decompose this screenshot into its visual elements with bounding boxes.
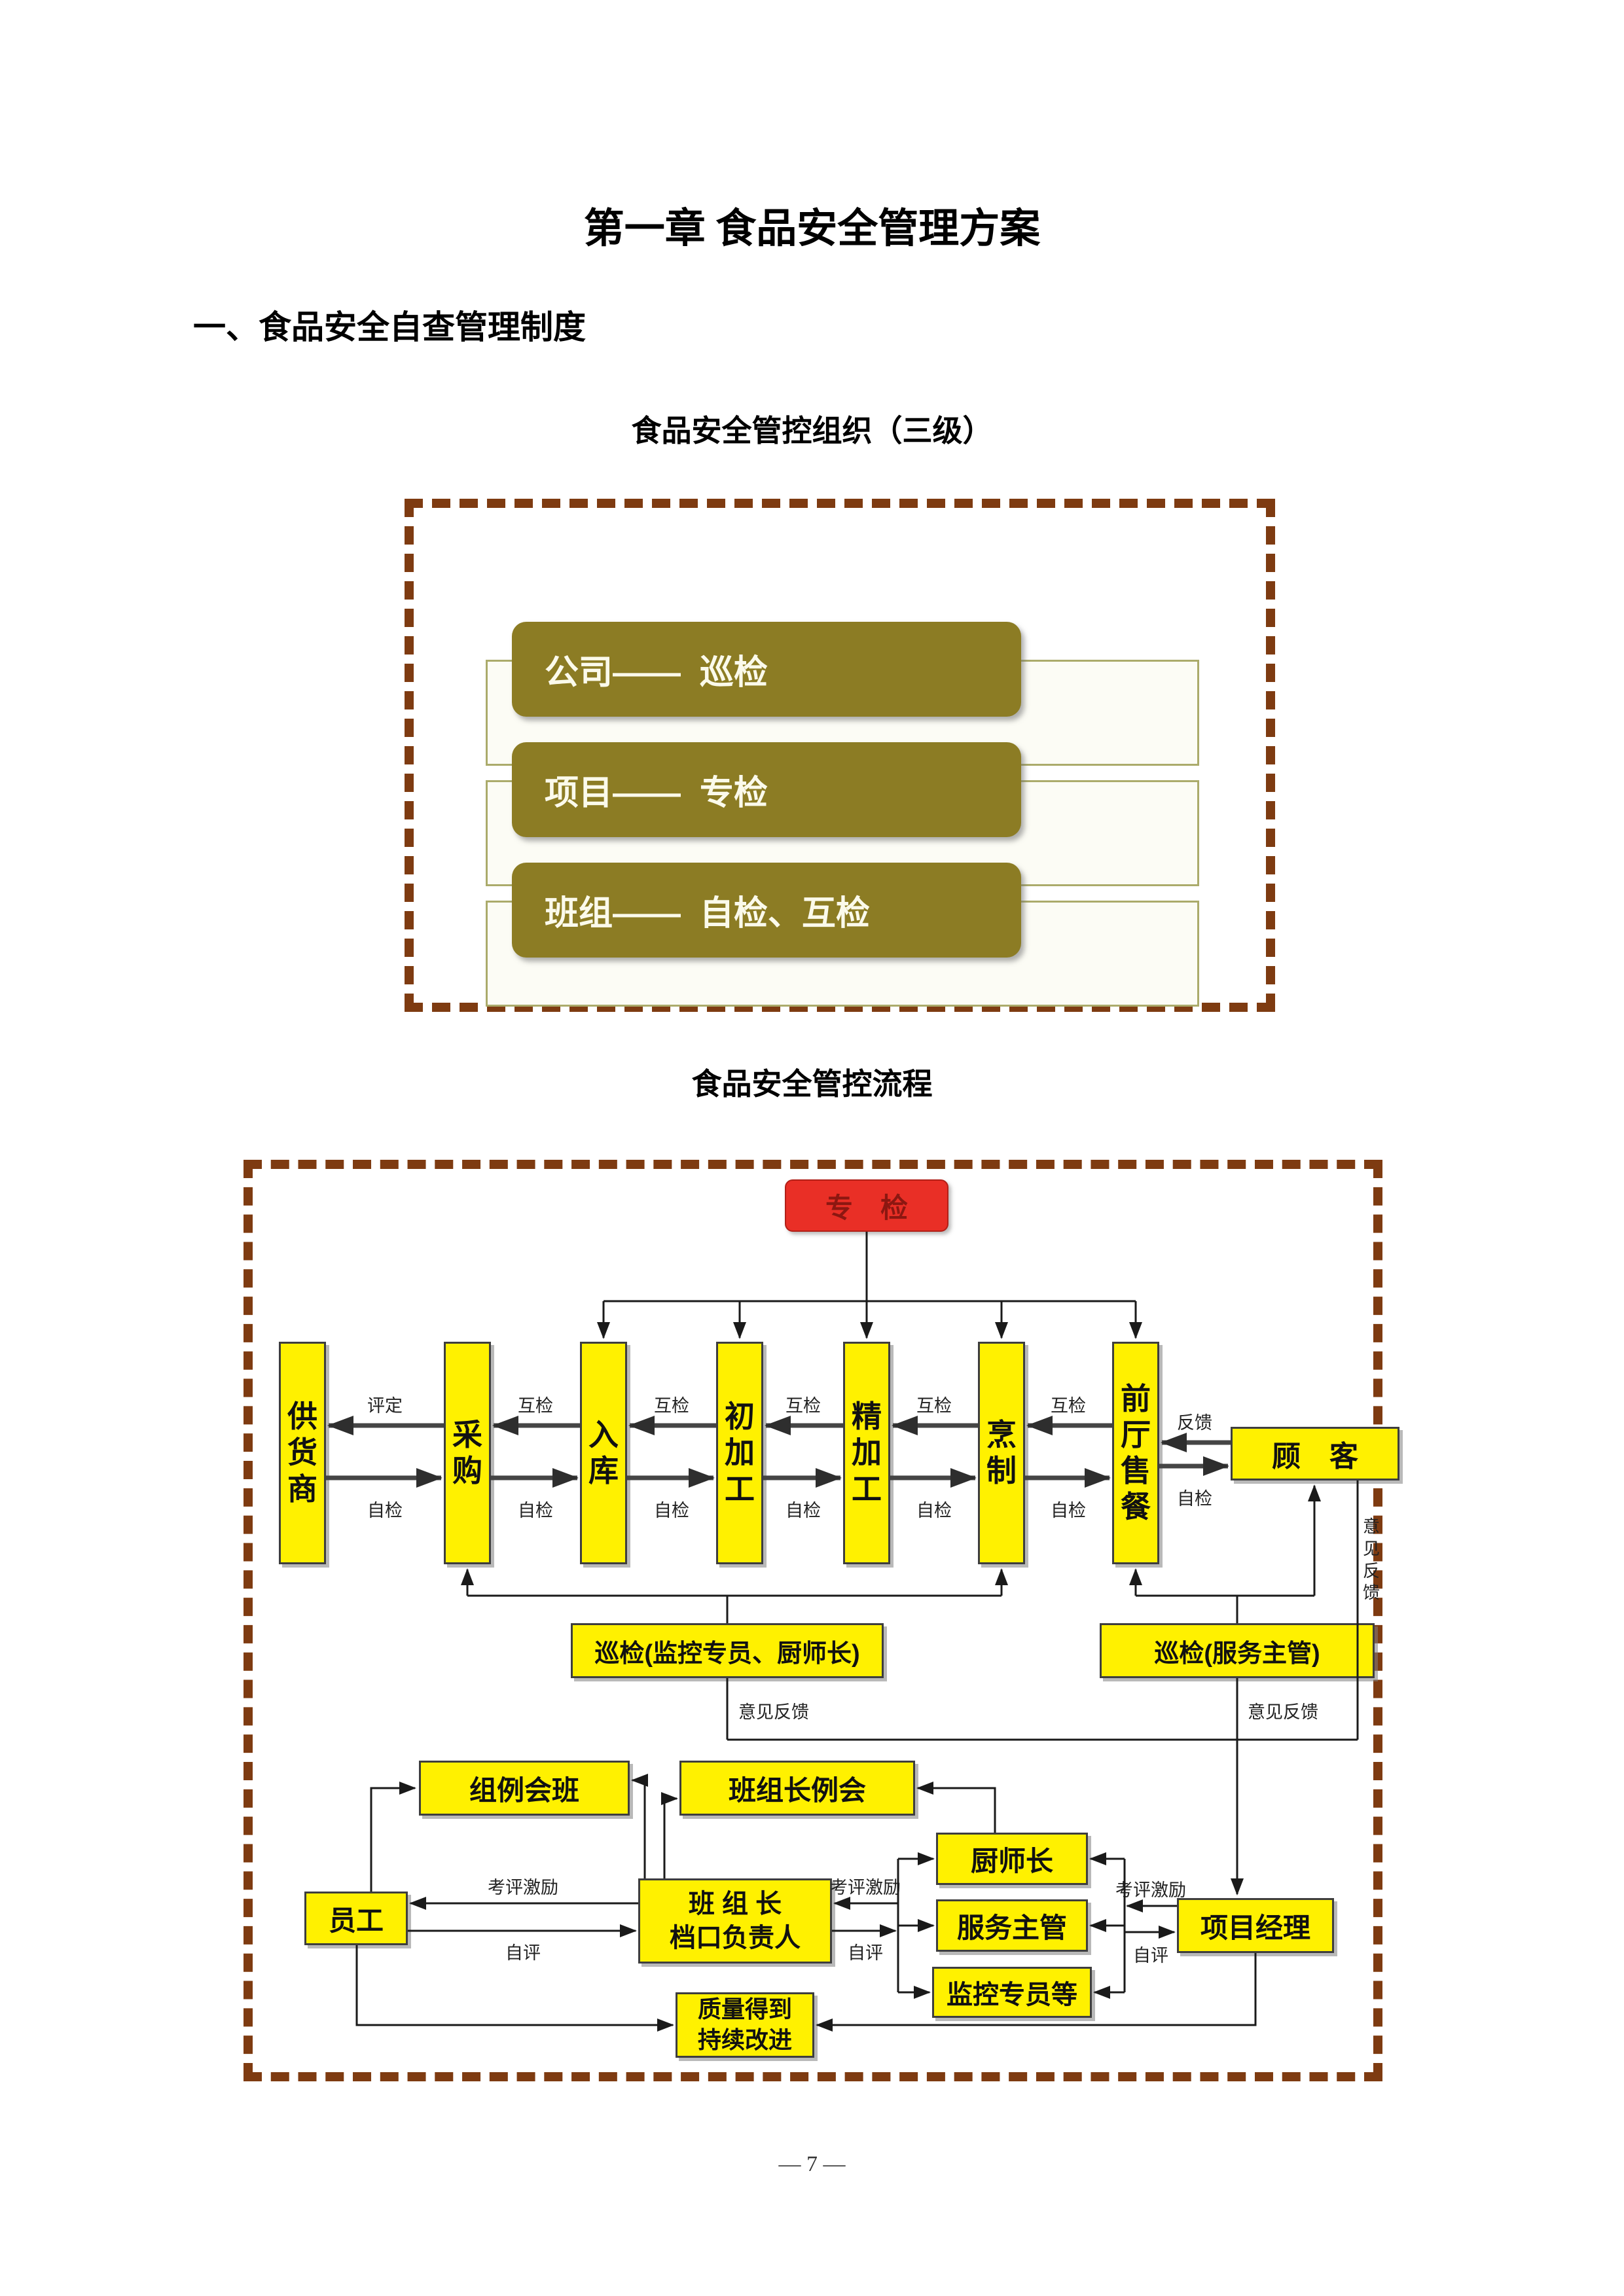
eval-label-bottom-3: 自评: [1133, 1946, 1168, 1965]
flow-node-quality-improvement: 质量得到 持续改进: [676, 1992, 814, 2058]
gap-label-bottom-1: 自检: [367, 1501, 403, 1520]
flow-node-front-service: 前厅售餐: [1112, 1342, 1159, 1564]
gap-label-top-2: 互检: [518, 1396, 553, 1416]
gap-label-top-1: 评定: [367, 1396, 403, 1416]
gap-label-bottom-7: 自检: [1177, 1489, 1212, 1509]
flow-node-cooking: 烹制: [978, 1342, 1025, 1564]
flow-node-warehousing: 入库: [580, 1342, 627, 1564]
chapter-title: 第一章 食品安全管理方案: [583, 207, 1041, 251]
flow-node-customer: 顾 客: [1231, 1427, 1399, 1480]
page-number: — 7 —: [778, 2152, 846, 2176]
eval-label-bottom-2: 自评: [848, 1943, 883, 1963]
flow-node-fine-processing: 精加工: [843, 1342, 890, 1564]
eval-label-top-2: 考评激励: [830, 1878, 901, 1897]
flow-node-monitor: 监控专员等: [932, 1967, 1092, 2018]
flow-node-patrol-kitchen: 巡检(监控专员、厨师长): [571, 1623, 884, 1678]
flow-node-project-manager: 项目经理: [1177, 1898, 1334, 1953]
flow-node-purchasing: 采购: [444, 1342, 491, 1564]
flow-node-team-leader: 班 组 长 档口负责人: [638, 1878, 832, 1964]
gap-label-top-6: 互检: [1051, 1396, 1086, 1416]
feedback-label-customer-vertical: 意见反馈: [1363, 1516, 1380, 1603]
flow-node-special-inspection: 专 检: [785, 1179, 948, 1232]
flow-node-rough-processing-label: 初加工: [725, 1399, 755, 1506]
flow-node-front-service-label: 前厅售餐: [1121, 1381, 1151, 1524]
flow-node-supplier: 供货商: [279, 1342, 326, 1564]
flow-node-warehousing-label: 入库: [588, 1417, 619, 1488]
feedback-label-right: 意见反馈: [1248, 1702, 1318, 1722]
org-level-2-project: 项目—— 专检: [512, 742, 1021, 837]
gap-label-bottom-5: 自检: [916, 1501, 952, 1520]
flow-chart-title: 食品安全管控流程: [691, 1067, 933, 1101]
gap-label-top-4: 互检: [785, 1396, 821, 1416]
section-heading: 一、食品安全自查管理制度: [193, 309, 586, 346]
gap-label-bottom-6: 自检: [1051, 1501, 1086, 1520]
flow-node-cooking-label: 烹制: [986, 1417, 1017, 1488]
gap-label-top-7: 反馈: [1177, 1413, 1212, 1433]
flow-node-purchasing-label: 采购: [452, 1417, 482, 1488]
org-chart-title: 食品安全管控组织（三级）: [631, 414, 993, 448]
eval-label-bottom-1: 自评: [505, 1943, 541, 1963]
org-level-1-company: 公司—— 巡检: [512, 622, 1021, 717]
flow-node-patrol-service: 巡检(服务主管): [1100, 1623, 1375, 1678]
flow-node-service-supervisor: 服务主管: [936, 1899, 1088, 1952]
flow-node-group-meeting: 组例会班: [419, 1761, 630, 1816]
eval-label-top-3: 考评激励: [1115, 1880, 1186, 1900]
flow-node-supplier-label: 供货商: [287, 1399, 317, 1506]
flow-node-leader-meeting: 班组长例会: [679, 1761, 915, 1816]
flow-chart-frame: [244, 1160, 1382, 2081]
feedback-label-left: 意见反馈: [738, 1702, 809, 1722]
gap-label-bottom-4: 自检: [785, 1501, 821, 1520]
flow-node-head-chef: 厨师长: [936, 1833, 1088, 1885]
gap-label-bottom-3: 自检: [654, 1501, 689, 1520]
flow-node-rough-processing: 初加工: [716, 1342, 763, 1564]
flow-node-fine-processing-label: 精加工: [852, 1399, 882, 1506]
gap-label-top-3: 互检: [654, 1396, 689, 1416]
flow-node-staff: 员工: [304, 1892, 408, 1945]
gap-label-top-5: 互检: [916, 1396, 952, 1416]
gap-label-bottom-2: 自检: [518, 1501, 553, 1520]
eval-label-top-1: 考评激励: [488, 1878, 558, 1897]
org-level-3-team: 班组—— 自检、互检: [512, 863, 1021, 958]
